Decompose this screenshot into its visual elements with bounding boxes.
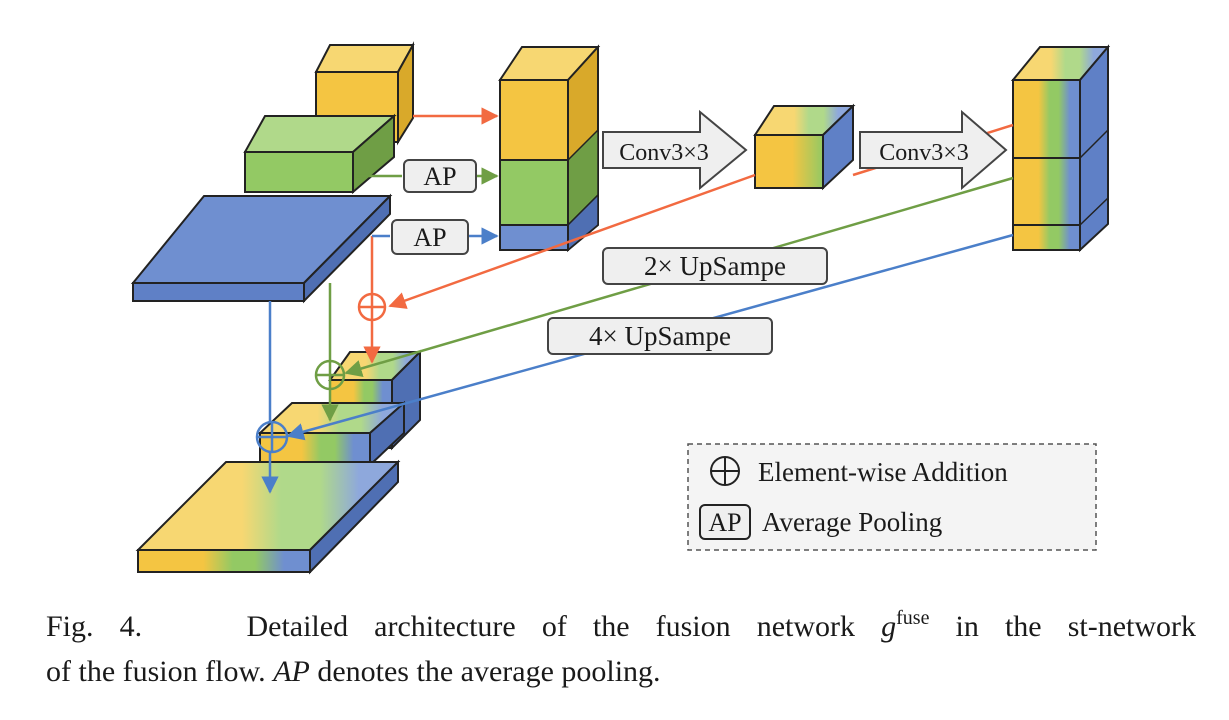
legend-addition-label: Element-wise Addition [758, 457, 1008, 487]
upsample-4x-label: 4× UpSampe [589, 321, 731, 351]
caption-math-sup: fuse [896, 607, 930, 629]
caption-text-1: Detailed architecture of the fusion netw… [246, 610, 856, 643]
conv-block-1: Conv3×3 [602, 109, 748, 191]
addition-symbol-green [314, 359, 346, 391]
ap-label-1: AP [423, 162, 456, 191]
fusion-network-diagram: Conv3×3 Conv3×3 AP AP 2× UpSampe 4× UpSa… [130, 41, 1111, 575]
ap-box-1: AP [403, 159, 477, 193]
caption-fig-label: Fig. 4. [46, 610, 143, 643]
green-feature-block [243, 113, 397, 195]
caption-text-4: denotes the average pooling. [317, 655, 661, 688]
caption-line-2: of the fusion flow. AP denotes the avera… [46, 651, 1196, 692]
legend-ap-label: Average Pooling [762, 507, 942, 537]
blue-feature-slab [130, 193, 393, 304]
multiscale-output-cube [1010, 44, 1111, 253]
fused-output-slab [135, 459, 401, 575]
conv-output-cube [753, 103, 856, 191]
upsample-2x-box: 2× UpSampe [602, 247, 828, 285]
caption-math-g: g [881, 610, 897, 643]
caption-text-2: in the st-network [955, 610, 1197, 643]
fused-block-medium [257, 400, 407, 468]
legend-ap-icon-box [699, 504, 751, 540]
figure-caption: Fig. 4. Detailed architecture of the fus… [46, 606, 1196, 692]
ap-label-2: AP [413, 223, 446, 252]
upsample-4x-box: 4× UpSampe [547, 317, 773, 355]
caption-math-ap: AP [273, 655, 310, 688]
conv-label-2: Conv3×3 [879, 140, 969, 166]
conv-label-1: Conv3×3 [619, 140, 709, 166]
legend-ap-symbol: AP [708, 508, 741, 537]
legend: Element-wise Addition AP Average Pooling [687, 443, 1097, 551]
legend-addition-icon [710, 456, 740, 486]
addition-symbol-orange [357, 292, 387, 322]
ap-box-2: AP [391, 219, 469, 255]
caption-text-3: of the fusion flow. [46, 655, 266, 688]
upsample-2x-label: 2× UpSampe [644, 251, 786, 281]
conv-block-2: Conv3×3 [859, 109, 1008, 191]
green-arrows [321, 167, 1014, 422]
architecture-figure: Conv3×3 Conv3×3 AP AP 2× UpSampe 4× UpSa… [130, 41, 1111, 575]
concat-cube [498, 44, 601, 253]
addition-symbol-blue [255, 420, 289, 454]
caption-line-1: Fig. 4. Detailed architecture of the fus… [46, 606, 1196, 651]
